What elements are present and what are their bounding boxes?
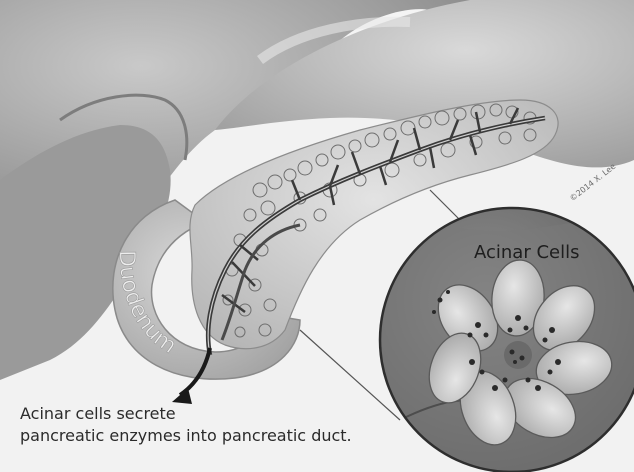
acinar-cells-label: Acinar Cells	[474, 242, 579, 263]
caption-line-1: Acinar cells secrete	[20, 404, 176, 423]
caption-line-2: pancreatic enzymes into pancreatic duct.	[20, 426, 352, 445]
